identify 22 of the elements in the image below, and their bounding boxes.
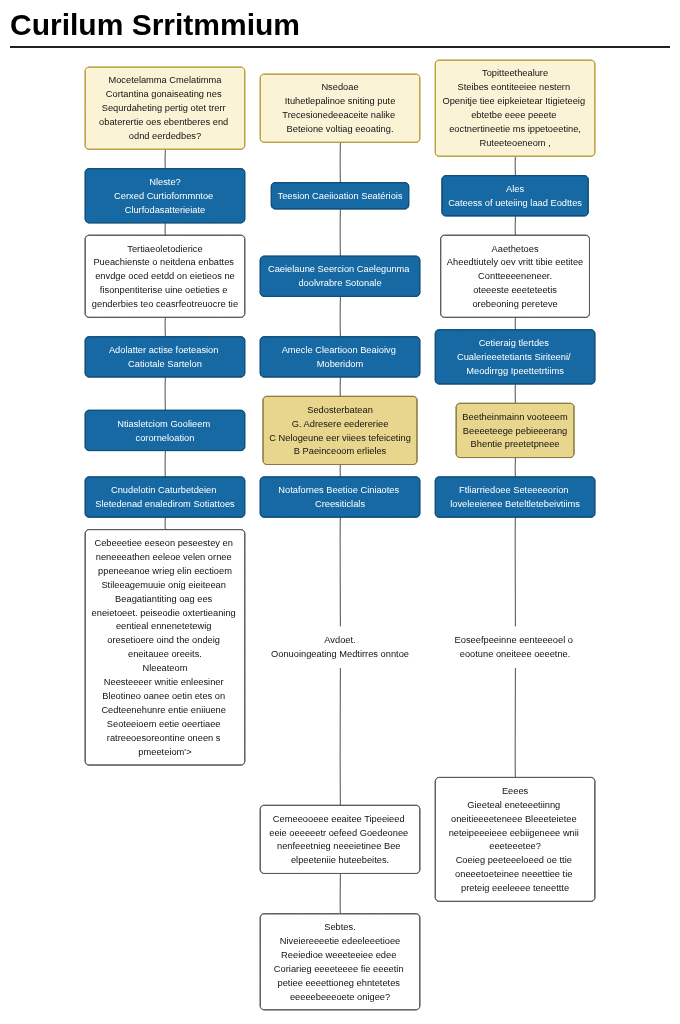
connector	[339, 208, 341, 258]
connector	[164, 222, 166, 237]
connector	[339, 376, 341, 398]
connector	[164, 149, 166, 170]
connector	[164, 376, 166, 412]
connector	[164, 450, 166, 478]
connector	[514, 156, 516, 177]
connector	[339, 873, 341, 915]
connector	[164, 317, 166, 338]
connector	[339, 667, 341, 807]
connector	[339, 517, 341, 629]
connector	[514, 517, 516, 629]
connector	[339, 142, 341, 184]
connector	[164, 517, 166, 531]
connector	[514, 383, 516, 405]
page-title: Curilum Srritmmium	[10, 8, 670, 48]
connector	[514, 667, 516, 779]
node-text: Eoseefpeeinne eenteeeoel o eootune oneiteee oeeetne.	[454, 634, 573, 660]
connector	[514, 457, 516, 478]
node-text: Avdoet. Oonuoingeating Medtirres onntoe	[271, 634, 409, 660]
connector	[514, 215, 516, 237]
connector	[339, 296, 341, 338]
